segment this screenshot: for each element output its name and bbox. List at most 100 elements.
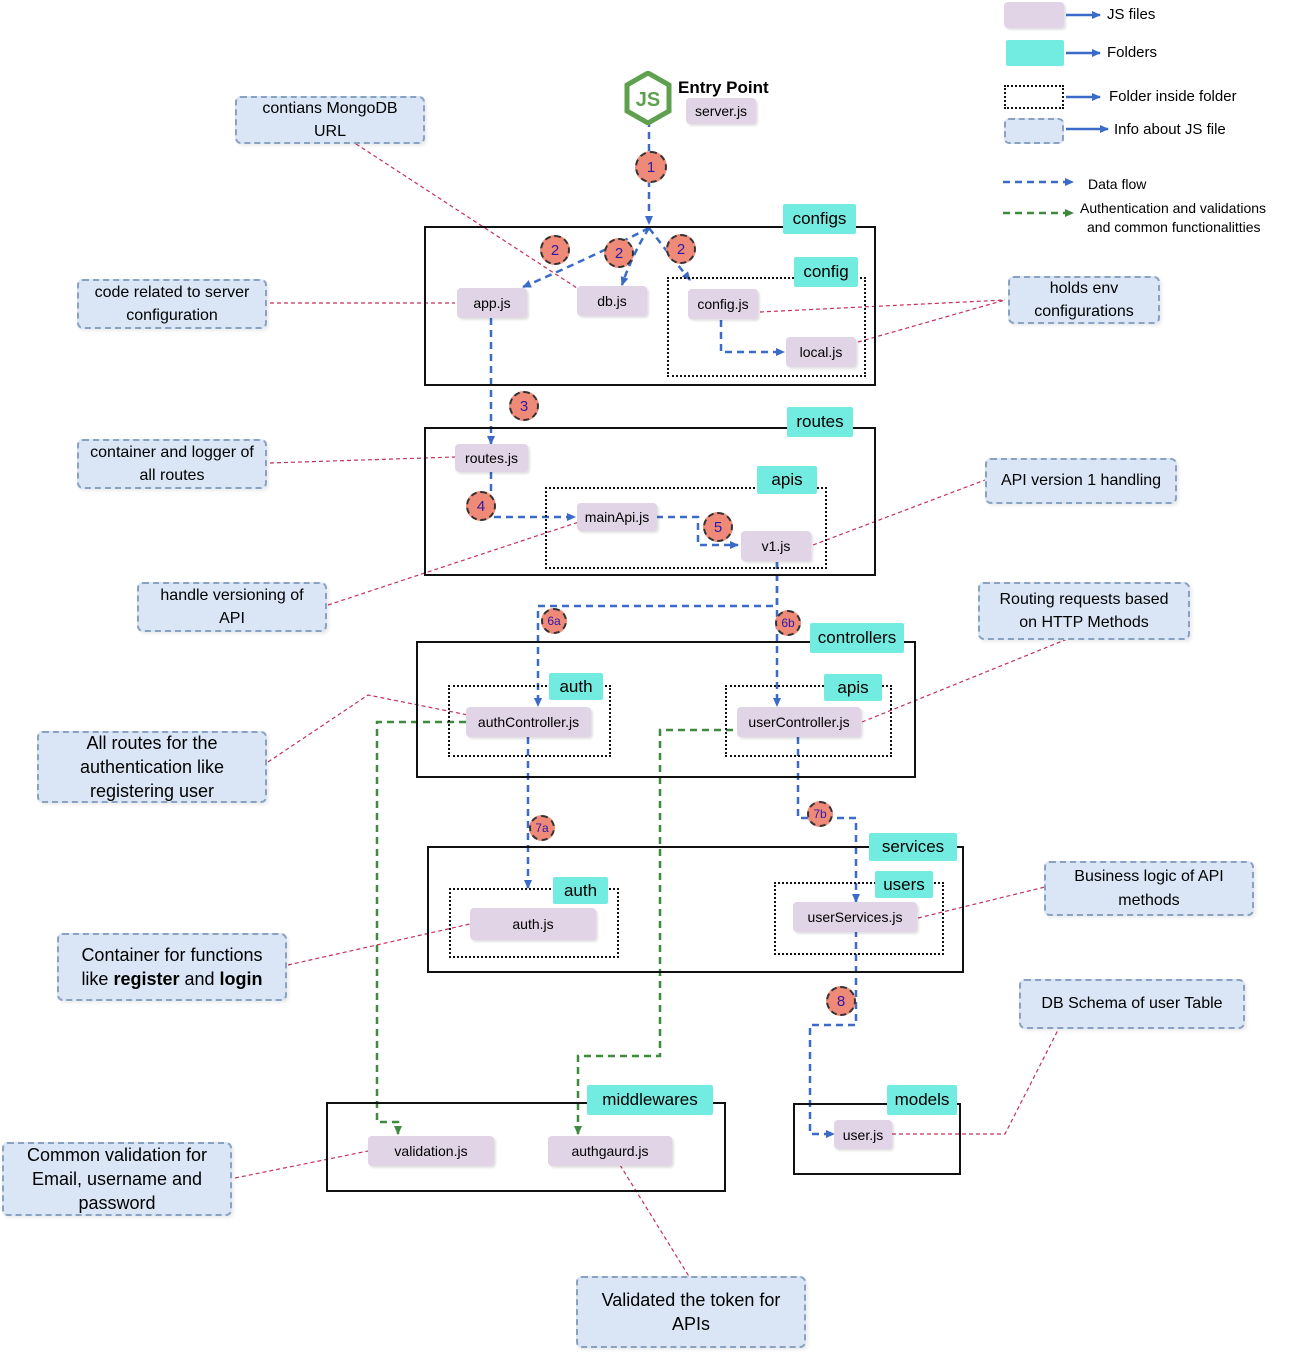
db-js-file: db.js	[577, 286, 647, 316]
routes-js-file: routes.js	[455, 444, 528, 472]
apis-subfolder-tag: apis	[757, 466, 817, 494]
controllers-folder	[416, 641, 916, 778]
v1-js-file: v1.js	[741, 531, 811, 561]
note-api-versioning: handle versioning of API	[137, 582, 327, 632]
note-container-and: and	[179, 969, 220, 989]
step-badge-6a: 6a	[541, 608, 567, 634]
services-folder	[427, 846, 964, 973]
nodejs-hexagon-icon: JS	[624, 71, 672, 125]
note-versioning-line2: API	[219, 610, 245, 627]
note-container-like: like	[81, 969, 114, 989]
auth-js-file: auth.js	[470, 908, 596, 940]
models-folder-tag: models	[887, 1085, 957, 1115]
note-schema-text: DB Schema of user Table	[1041, 995, 1223, 1013]
svg-text:JS: JS	[636, 89, 660, 111]
note-mongodb-line2: URL	[313, 123, 346, 140]
note-auth-routes-line3: registering user	[89, 781, 215, 802]
authcontroller-js-file: authController.js	[466, 707, 591, 737]
note-routes-line2: all routes	[139, 467, 205, 484]
note-env-line2: configurations	[1034, 303, 1134, 320]
services-users-tag: users	[875, 871, 933, 898]
legend-info-label: Info about JS file	[1114, 121, 1226, 138]
middlewares-folder	[326, 1102, 726, 1192]
note-versioning-line1: handle versioning of	[160, 586, 304, 604]
userservices-js-file: userServices.js	[793, 902, 917, 932]
configs-folder-tag: configs	[783, 204, 856, 234]
step-badge-7b: 7b	[807, 801, 833, 827]
note-token-line1: Validated the token for	[601, 1289, 781, 1310]
step-badge-3: 3	[509, 391, 539, 421]
note-api-v1-text: API version 1 handling	[1000, 472, 1162, 490]
configs-folder	[424, 226, 876, 386]
legend-arrows	[1003, 11, 1109, 217]
note-server-configuration: code related to server configuration	[77, 279, 267, 329]
legend-js-label: JS files	[1107, 6, 1156, 23]
note-token-line2: APIs	[671, 1314, 710, 1334]
mainapi-js-file: mainApi.js	[577, 503, 657, 531]
auth-flow-arrows	[375, 720, 733, 1135]
server-js-file: server.js	[686, 98, 756, 124]
note-validation-line1: Common validation for	[26, 1144, 208, 1165]
note-container-login: login	[219, 969, 263, 989]
routes-folder	[424, 427, 876, 576]
entry-point-title: Entry Point	[678, 78, 769, 97]
controllers-apis-tag: apis	[824, 674, 882, 701]
note-api-v1: API version 1 handling	[985, 458, 1177, 504]
routes-folder-tag: routes	[787, 407, 853, 437]
legend-folder-swatch	[1006, 40, 1064, 66]
note-server-cfg-line2: configuration	[126, 307, 218, 324]
services-users-subfolder	[774, 882, 944, 955]
note-container-register: register	[113, 969, 180, 989]
step-badge-7a: 7a	[529, 815, 555, 841]
note-container-line1: Container for functions	[81, 944, 263, 965]
services-folder-tag: services	[869, 833, 957, 861]
legend-auth-flow-label-1: Authentication and validations	[1080, 200, 1267, 216]
legend-subfolder-swatch	[1004, 85, 1064, 109]
services-auth-subfolder	[449, 888, 619, 958]
app-js-file: app.js	[457, 288, 527, 318]
controllers-apis-subfolder	[725, 685, 892, 757]
controllers-auth-tag: auth	[549, 673, 603, 700]
note-validation-line2: Email, username and	[31, 1168, 203, 1189]
step-badge-5: 5	[703, 512, 733, 542]
note-env-configurations: holds env configurations	[1008, 276, 1160, 324]
apis-subfolder	[545, 487, 827, 569]
config-subfolder-tag: config	[794, 257, 858, 287]
step-badge-2-app: 2	[540, 235, 570, 265]
validation-js-file: validation.js	[368, 1136, 494, 1166]
note-routes-line1: container and logger of	[90, 443, 254, 461]
note-auth-routes: All routes for the authentication like reg…	[37, 731, 267, 803]
note-http-line1: Routing requests based	[999, 590, 1169, 608]
note-http-routing: Routing requests based on HTTP Methods	[978, 582, 1190, 640]
step-badge-8: 8	[826, 986, 856, 1016]
step-badge-2-db: 2	[604, 238, 634, 268]
note-validation-line3: password	[78, 1193, 156, 1214]
step-badge-4: 4	[466, 491, 496, 521]
step-badge-6b: 6b	[775, 610, 801, 636]
authguard-js-file: authgaurd.js	[548, 1136, 672, 1166]
note-env-line1: holds env	[1049, 279, 1119, 297]
note-auth-routes-line1: All routes for the	[86, 732, 218, 753]
models-folder	[793, 1103, 961, 1175]
services-auth-tag: auth	[553, 877, 608, 904]
note-http-line2: on HTTP Methods	[1019, 614, 1149, 631]
note-auth-functions: Container for functions like register an…	[57, 933, 287, 1001]
user-js-file: user.js	[834, 1120, 892, 1149]
legend-data-flow-label: Data flow	[1088, 176, 1147, 192]
note-routes-container: container and logger of all routes	[77, 439, 267, 489]
middlewares-folder-tag: middlewares	[587, 1085, 713, 1115]
legend-subfolder-label: Folder inside folder	[1109, 88, 1237, 105]
config-js-file: config.js	[688, 289, 758, 319]
note-server-cfg-line1: code related to server	[94, 283, 250, 301]
legend-js-swatch	[1004, 2, 1064, 28]
config-subfolder	[667, 277, 866, 377]
note-auth-routes-line2: authentication like	[79, 756, 225, 777]
note-business-line1: Business logic of API	[1074, 868, 1224, 886]
step-badge-1: 1	[635, 151, 667, 183]
step-badge-2-config: 2	[666, 234, 696, 264]
note-links	[234, 139, 1071, 1279]
legend-folder-label: Folders	[1107, 44, 1158, 61]
